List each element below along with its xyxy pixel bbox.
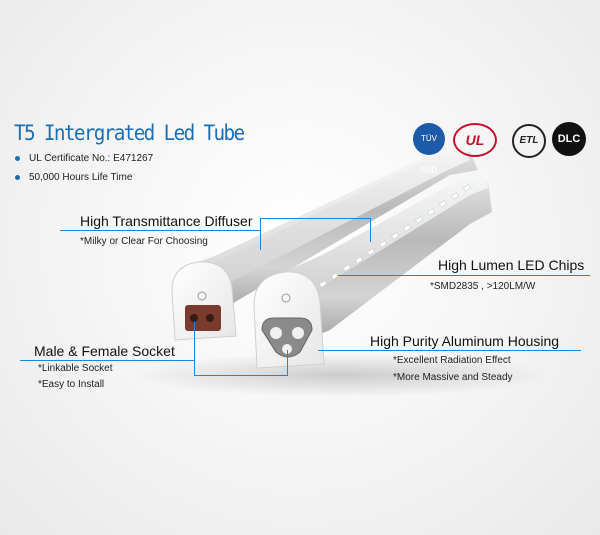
socket-label: Male & Female Socket <box>34 343 175 359</box>
bullet-ul-certificate: UL Certificate No.: E471267 <box>15 153 153 164</box>
tuv-logo: TÜV SÜD <box>413 123 445 175</box>
chips-note: *SMD2835 , >120LM/W <box>430 281 536 292</box>
ground-symbol <box>281 293 291 303</box>
etl-logo: ETL <box>512 124 546 158</box>
chips-label: High Lumen LED Chips <box>438 257 585 273</box>
socket-callout-rise <box>287 350 288 376</box>
socket-callout-vertical <box>194 322 195 376</box>
diffuser-callout-vertical <box>260 218 261 250</box>
socket-note-install: *Easy to Install <box>38 379 105 390</box>
housing-note-radiation: *Excellent Radiation Effect <box>393 355 511 366</box>
housing-callout-line <box>318 350 581 351</box>
chips-callout-line <box>338 275 590 276</box>
diffuser-callout-drop <box>370 218 371 242</box>
bullet-dot-icon <box>15 174 20 180</box>
page-title: T5 Intergrated Led Tube <box>14 121 245 145</box>
diffuser-callout-line <box>60 230 260 231</box>
bullet-life-time: 50,000 Hours Life Time <box>15 172 132 183</box>
floor-shadow <box>130 353 550 397</box>
back-tube <box>171 150 478 341</box>
front-tube <box>253 172 492 369</box>
socket-callout-bottom <box>194 375 288 376</box>
housing-note-massive: *More Massive and Steady <box>393 372 513 383</box>
ul-logo: UL <box>453 123 497 157</box>
diffuser-callout-top <box>260 218 370 219</box>
socket-note-linkable: *Linkable Socket <box>38 363 113 374</box>
diffuser-note: *Milky or Clear For Choosing <box>80 236 208 247</box>
housing-label: High Purity Aluminum Housing <box>370 333 560 349</box>
bullet-dot-icon <box>15 155 20 161</box>
diffuser-label: High Transmittance Diffuser <box>80 213 253 229</box>
female-socket <box>261 317 313 358</box>
socket-callout-line <box>20 360 194 361</box>
dlc-logo: DLC <box>552 122 586 156</box>
led-chip-strip <box>319 184 471 288</box>
